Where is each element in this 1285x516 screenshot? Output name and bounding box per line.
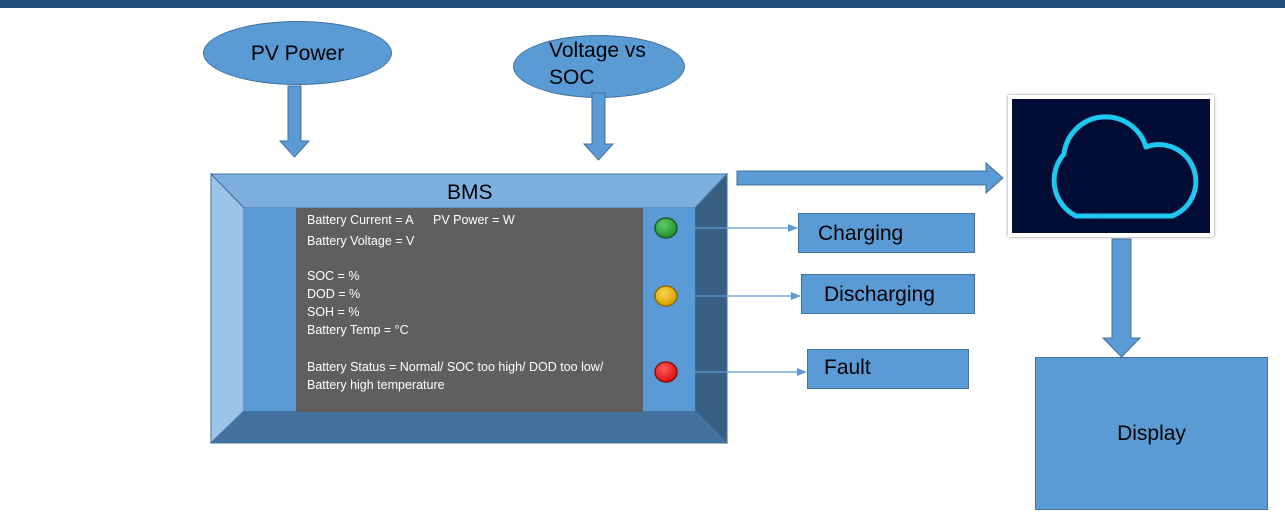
fault-box: Fault — [807, 349, 969, 389]
soc-line: SOC = % — [307, 269, 360, 283]
battery-voltage-line: Battery Voltage = V — [307, 234, 415, 248]
battery-temp-line: Battery Temp = °C — [307, 323, 409, 337]
battery-status-line2: Battery high temperature — [307, 378, 445, 392]
charging-label: Charging — [818, 222, 904, 245]
bms-to-cloud-arrow — [736, 161, 1004, 195]
discharging-box: Discharging — [801, 274, 975, 314]
soh-line: SOH = % — [307, 305, 360, 319]
top-bar — [0, 0, 1285, 8]
cloud-panel — [1008, 95, 1214, 237]
display-box: Display — [1035, 357, 1268, 510]
green-led — [654, 217, 678, 239]
cloud-to-display-arrow — [1101, 238, 1142, 358]
red-led — [654, 361, 678, 383]
bms-screen: Battery Current = A PV Power = W Battery… — [296, 208, 643, 412]
dod-line: DOD = % — [307, 287, 361, 301]
amber-led — [654, 285, 678, 307]
charging-box: Charging — [798, 213, 975, 253]
fault-label: Fault — [824, 356, 871, 379]
battery-current-line: Battery Current = A — [307, 213, 414, 227]
pv-power-down-arrow — [278, 85, 311, 158]
battery-status-line1: Battery Status = Normal/ SOC too high/ D… — [307, 360, 604, 374]
voltage-soc-down-arrow — [582, 92, 615, 161]
pv-power-label: PV Power — [250, 42, 345, 65]
bms-title: BMS — [447, 181, 493, 204]
pv-power-ellipse: PV Power — [203, 21, 392, 85]
discharging-label: Discharging — [824, 283, 935, 306]
voltage-vs-soc-label-line1: Voltage vs — [549, 39, 646, 62]
pv-power-line: PV Power = W — [433, 213, 515, 227]
cloud-icon — [1051, 114, 1199, 219]
voltage-vs-soc-label-line2: SOC — [549, 66, 595, 89]
display-label: Display — [1117, 422, 1186, 445]
